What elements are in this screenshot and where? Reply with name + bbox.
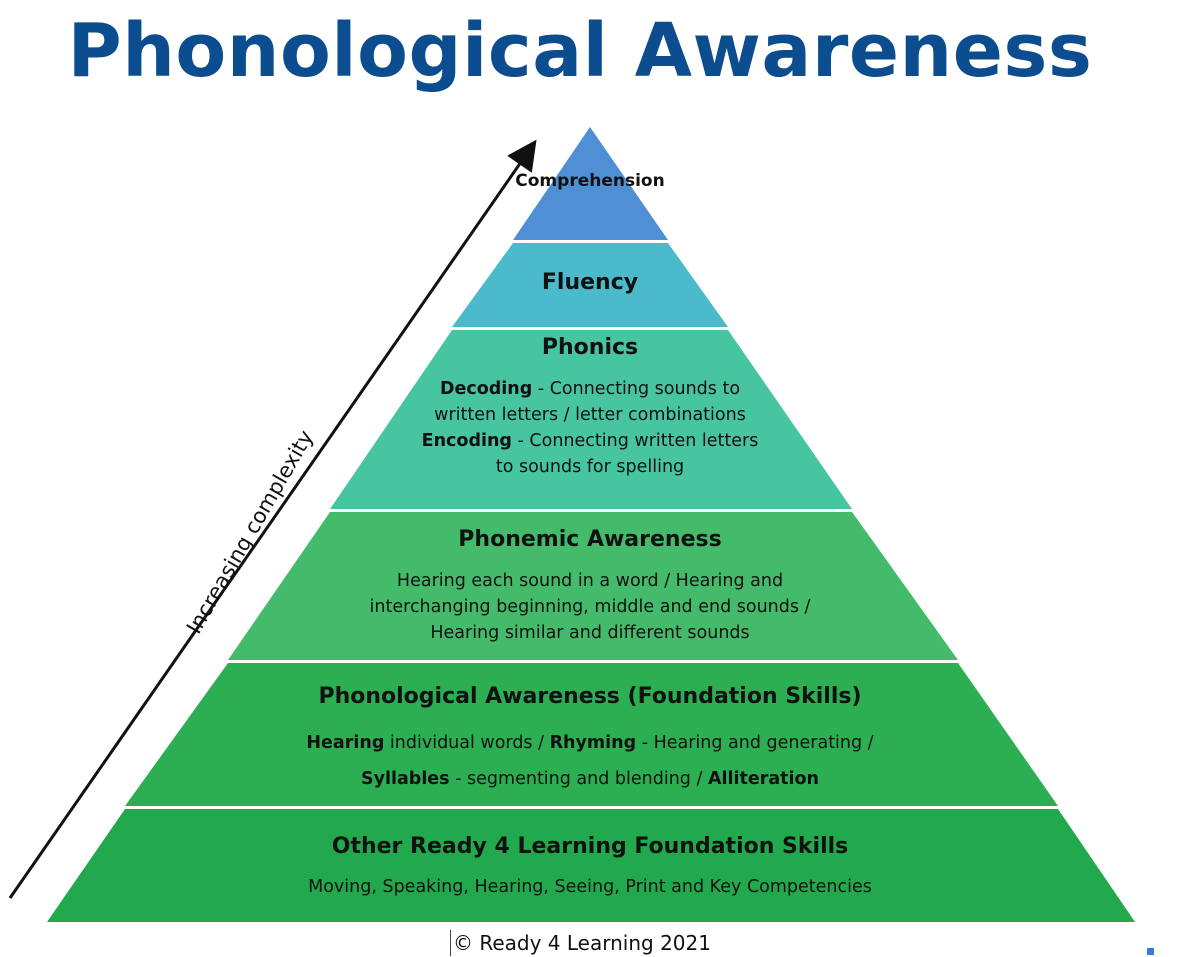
encoding-line: Encoding - Connecting written letters to… [415,428,765,480]
decoding-line: Decoding - Connecting sounds to written … [415,376,765,428]
decoding-text: - Connecting sounds to written letters /… [434,379,746,425]
tier-phonics-body: Decoding - Connecting sounds to written … [415,376,765,480]
tier-comprehension-shape [513,127,668,240]
tier-comprehension-heading: Comprehension [515,171,665,191]
tier-phonics-heading: Phonics [541,335,639,360]
copyright-notice: © Ready 4 Learning 2021 [450,930,711,956]
tier-phonological-shape [125,663,1058,806]
tier-fluency-shape [452,243,728,327]
decoding-term: Decoding [439,379,533,399]
hearing-text: individual words / [384,733,550,753]
alliteration-term: Alliteration [707,769,820,789]
tier-phonemic-text: Hearing each sound in a word / Hearing a… [369,571,811,643]
phonological-line-2: Syllables - segmenting and blending / Al… [240,761,940,797]
tier-phonemic-shape [228,512,958,660]
tier-phonological-body: Hearing individual words / Rhyming - Hea… [240,725,940,797]
tier-phonological-heading: Phonological Awareness (Foundation Skill… [318,684,862,709]
tier-foundation-text: Moving, Speaking, Hearing, Seeing, Print… [308,877,872,897]
hearing-term: Hearing [306,733,385,753]
encoding-term: Encoding [421,431,512,451]
tier-phonemic-heading: Phonemic Awareness [458,527,722,552]
tier-fluency-heading: Fluency [541,270,639,295]
phonological-line-1: Hearing individual words / Rhyming - Hea… [240,725,940,761]
tier-foundation-shape [47,809,1135,922]
rhyming-term: Rhyming [549,733,637,753]
rhyming-text: - Hearing and generating / [636,733,874,753]
page-title: Phonological Awareness [67,8,1093,94]
syllables-term: Syllables [360,769,450,789]
syllables-text: - segmenting and blending / [449,769,708,789]
corner-mark-icon [1147,948,1154,955]
tier-phonics-shape [330,330,852,509]
encoding-text: - Connecting written letters to sounds f… [495,431,759,477]
tier-foundation-heading: Other Ready 4 Learning Foundation Skills [331,834,849,859]
complexity-arrow [8,139,537,899]
